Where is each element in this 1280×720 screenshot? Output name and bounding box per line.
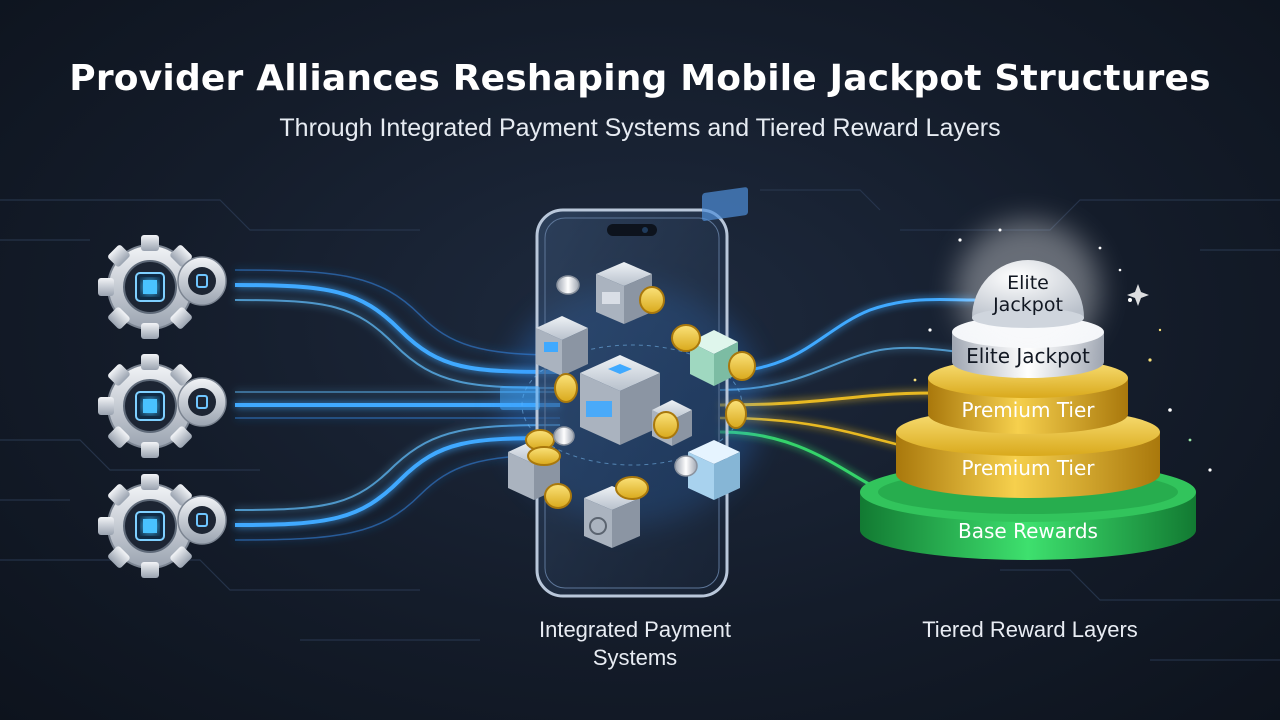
card-icon [702, 187, 748, 221]
payment-caption-line2: Systems [592, 645, 678, 670]
premium-tier-lower-label: Premium Tier [961, 456, 1095, 480]
dome-label-line1: Elite [1007, 272, 1049, 294]
payment-systems-caption: Integrated Payment Systems [510, 616, 760, 672]
dome-label: Elite Jackpot [978, 272, 1078, 316]
elite-jackpot-label: Elite Jackpot [966, 344, 1090, 368]
tier-dome [956, 220, 1100, 360]
reward-layers-caption: Tiered Reward Layers [922, 617, 1138, 642]
central-cube [580, 355, 660, 445]
gear-chip-icon [98, 474, 202, 578]
gold-coins [525, 286, 756, 509]
provider-gear-2 [98, 354, 227, 458]
small-gear-icon [177, 256, 227, 306]
provider-gear-1 [98, 235, 227, 339]
silver-coins [553, 275, 698, 477]
provider-gear-3 [98, 474, 227, 578]
tier-flow-lines [719, 297, 976, 502]
page-subtitle: Through Integrated Payment Systems and T… [279, 114, 1001, 142]
dome-label-line2: Jackpot [993, 294, 1063, 316]
small-gear-icon [177, 495, 227, 545]
payment-caption-line1: Integrated Payment [538, 617, 731, 642]
wallet-cube [536, 316, 588, 376]
gear-chip-icon [98, 235, 202, 339]
card-icon [500, 386, 540, 410]
reward-tier-stack [860, 220, 1196, 560]
small-gear-icon [177, 377, 227, 427]
circuit-background [0, 189, 1280, 661]
base-rewards-label: Base Rewards [958, 519, 1098, 543]
payment-cubes [500, 187, 756, 548]
premium-tier-upper-label: Premium Tier [961, 398, 1095, 422]
phone-notch [607, 224, 657, 236]
page-title: Provider Alliances Reshaping Mobile Jack… [69, 58, 1211, 99]
